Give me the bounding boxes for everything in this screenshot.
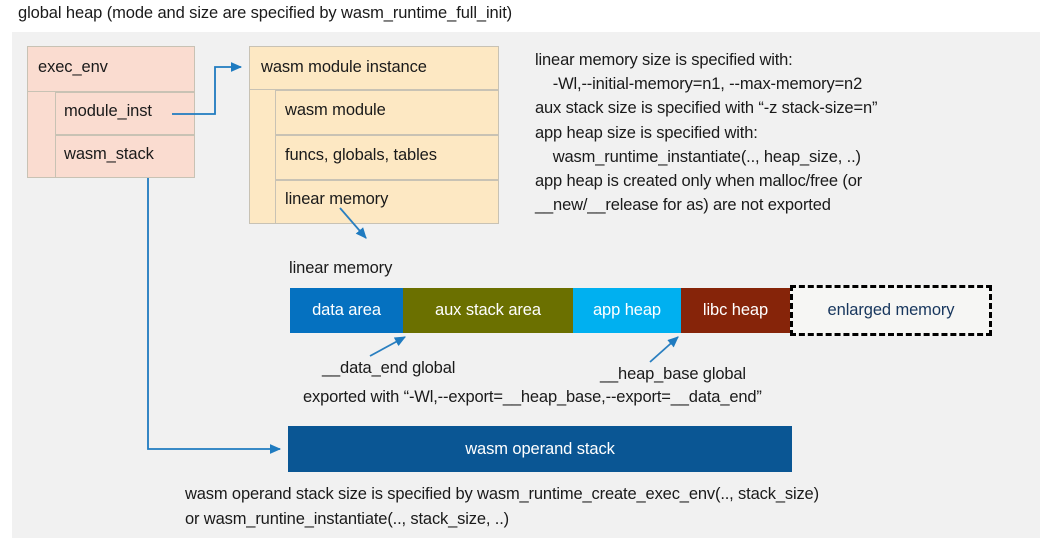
exec-env-header-row <box>27 46 195 92</box>
wasm-operand-stack-box: wasm operand stack <box>288 426 792 472</box>
annotation-heap-base-global: __heap_base global <box>600 365 746 383</box>
memory-segment-app-heap-label: app heap <box>592 301 662 319</box>
memory-segment-data-area: data area <box>290 288 403 333</box>
memory-segment-aux-stack-area: aux stack area <box>403 288 573 333</box>
wasm-module-instance-header-label: wasm module instance <box>261 58 427 76</box>
module-field-funcs-globals-tables <box>275 135 499 180</box>
memory-segment-aux-stack-area-label: aux stack area <box>435 301 541 319</box>
exec-env-field-wasm-stack-label: wasm_stack <box>64 145 154 163</box>
memory-segment-enlarged-memory-label: enlarged memory <box>827 301 955 319</box>
module-field-linear-memory <box>275 180 499 224</box>
memory-segment-app-heap: app heap <box>573 288 681 333</box>
operand-stack-note: wasm operand stack size is specified by … <box>185 485 819 528</box>
wasm-operand-stack-label: wasm operand stack <box>465 439 615 458</box>
module-field-wasm-module <box>275 90 499 135</box>
linear-memory-info-text: linear memory size is specified with: -W… <box>535 51 878 215</box>
memory-segment-libc-heap: libc heap <box>681 288 790 333</box>
module-field-funcs-globals-tables-label: funcs, globals, tables <box>285 146 437 164</box>
exec-env-field-wasm-stack <box>55 135 195 178</box>
memory-segment-data-area-label: data area <box>312 301 381 319</box>
module-field-linear-memory-label: linear memory <box>285 190 389 208</box>
annotation-data-end-global: __data_end global <box>322 359 456 377</box>
linear-memory-bar-label: linear memory <box>289 259 393 277</box>
module-field-wasm-module-label: wasm module <box>285 101 386 119</box>
memory-segment-libc-heap-label: libc heap <box>702 301 769 319</box>
exec-env-header-label: exec_env <box>38 58 108 76</box>
exec-env-field-module-inst-label: module_inst <box>64 102 152 120</box>
page-title: global heap (mode and size are specified… <box>18 4 513 22</box>
wasm-module-instance-header-row <box>249 46 499 90</box>
annotation-exported-with: exported with “-Wl,--export=__heap_base,… <box>303 388 762 406</box>
exec-env-field-module-inst <box>55 92 195 135</box>
memory-segment-enlarged-memory: enlarged memory <box>790 285 992 336</box>
